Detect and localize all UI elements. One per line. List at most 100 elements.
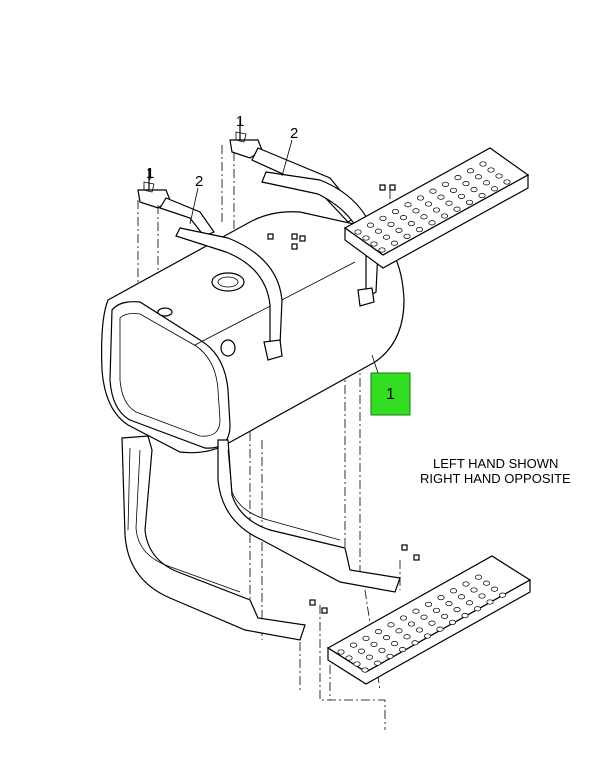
step-hole [407,221,416,227]
step-hole [461,613,469,619]
step-hole [432,607,441,613]
step-hole [490,186,499,192]
step-hole [378,247,386,253]
step-hole [462,181,470,187]
step-hole [390,641,399,647]
step-hole [474,574,483,580]
step-hole [395,628,403,634]
step-hole [354,229,362,235]
step-hole [454,175,462,181]
step-hole [398,647,407,653]
step-hole [399,215,408,221]
step-hole [487,167,495,173]
step-hole [390,240,399,246]
step-hole [403,634,411,640]
step-hole [437,595,445,601]
step-hole [424,201,433,207]
step-hole [495,173,503,179]
step-hole [374,228,383,234]
fuel-tank [101,211,405,454]
step-hole [440,213,449,219]
step-hole [395,227,403,233]
step-hole [370,641,378,647]
step-hole [411,640,419,646]
lower-bracket-rear [217,439,401,593]
note-left-hand: LEFT HAND SHOWN [433,456,558,471]
callout-bolt-right: 1 [236,113,244,130]
step-hole [387,221,395,227]
step-hole [503,179,511,185]
step-hole [428,620,436,626]
step-hole [432,207,441,213]
step-hole [349,642,358,648]
step-hole [453,206,461,212]
step-hole [423,633,432,639]
hotspot-label: 1 [386,386,395,403]
note-right-hand: RIGHT HAND OPPOSITE [420,471,571,486]
step-hole [345,655,353,661]
step-hole [466,168,475,174]
step-hole [404,202,412,208]
step-hole [479,161,487,167]
step-hole [436,626,444,632]
step-hole [412,208,420,214]
step-hole [373,660,382,666]
step-hole [365,654,374,660]
step-hole [490,586,499,592]
step-hole [412,608,420,614]
step-hole [462,581,470,587]
step-hole [420,614,428,620]
strap-left [175,227,283,361]
step-hole [370,241,378,247]
callout-strap-right: 2 [290,125,298,142]
step-hole [470,587,478,593]
step-hole [445,601,453,607]
step-hole [474,174,483,180]
step-hole [386,653,394,659]
lower-bracket-front [121,435,306,641]
step-hole [407,621,416,627]
step-hole [357,648,366,654]
lower-step [326,555,532,685]
step-hole [361,667,369,673]
step-hole [428,220,436,226]
step-hole [473,606,482,612]
step-hole [453,607,461,613]
step-hole [415,227,424,233]
step-hole [445,200,453,206]
step-hole [353,661,361,667]
step-hole [457,193,466,199]
step-hole [378,647,386,653]
step-hole [399,615,408,621]
step-hole [486,599,494,605]
step-hole [387,622,395,628]
strap-right [261,171,379,307]
step-hole [440,613,449,619]
step-hole [465,600,474,606]
step-hole [362,235,370,241]
upper-step [343,147,530,269]
step-hole [482,580,491,586]
step-hole [470,187,478,193]
step-hole [374,629,383,635]
step-hole [382,234,391,240]
step-hole [366,222,375,228]
step-hole [337,649,345,655]
callout-bolt-left: 1 [146,165,154,182]
step-hole [478,593,486,599]
step-hole [441,181,450,187]
step-hole [416,195,425,201]
step-hole [420,214,428,220]
step-hole [429,188,437,194]
step-hole [391,209,400,215]
step-hole [482,180,491,186]
step-hole [379,215,387,221]
step-hole [498,592,507,598]
fasteners [267,184,420,614]
step-hole [437,194,445,200]
step-hole [449,187,458,193]
step-hole [403,233,411,239]
part-1-hotspot[interactable]: 1 [370,372,411,416]
step-hole [424,601,433,607]
